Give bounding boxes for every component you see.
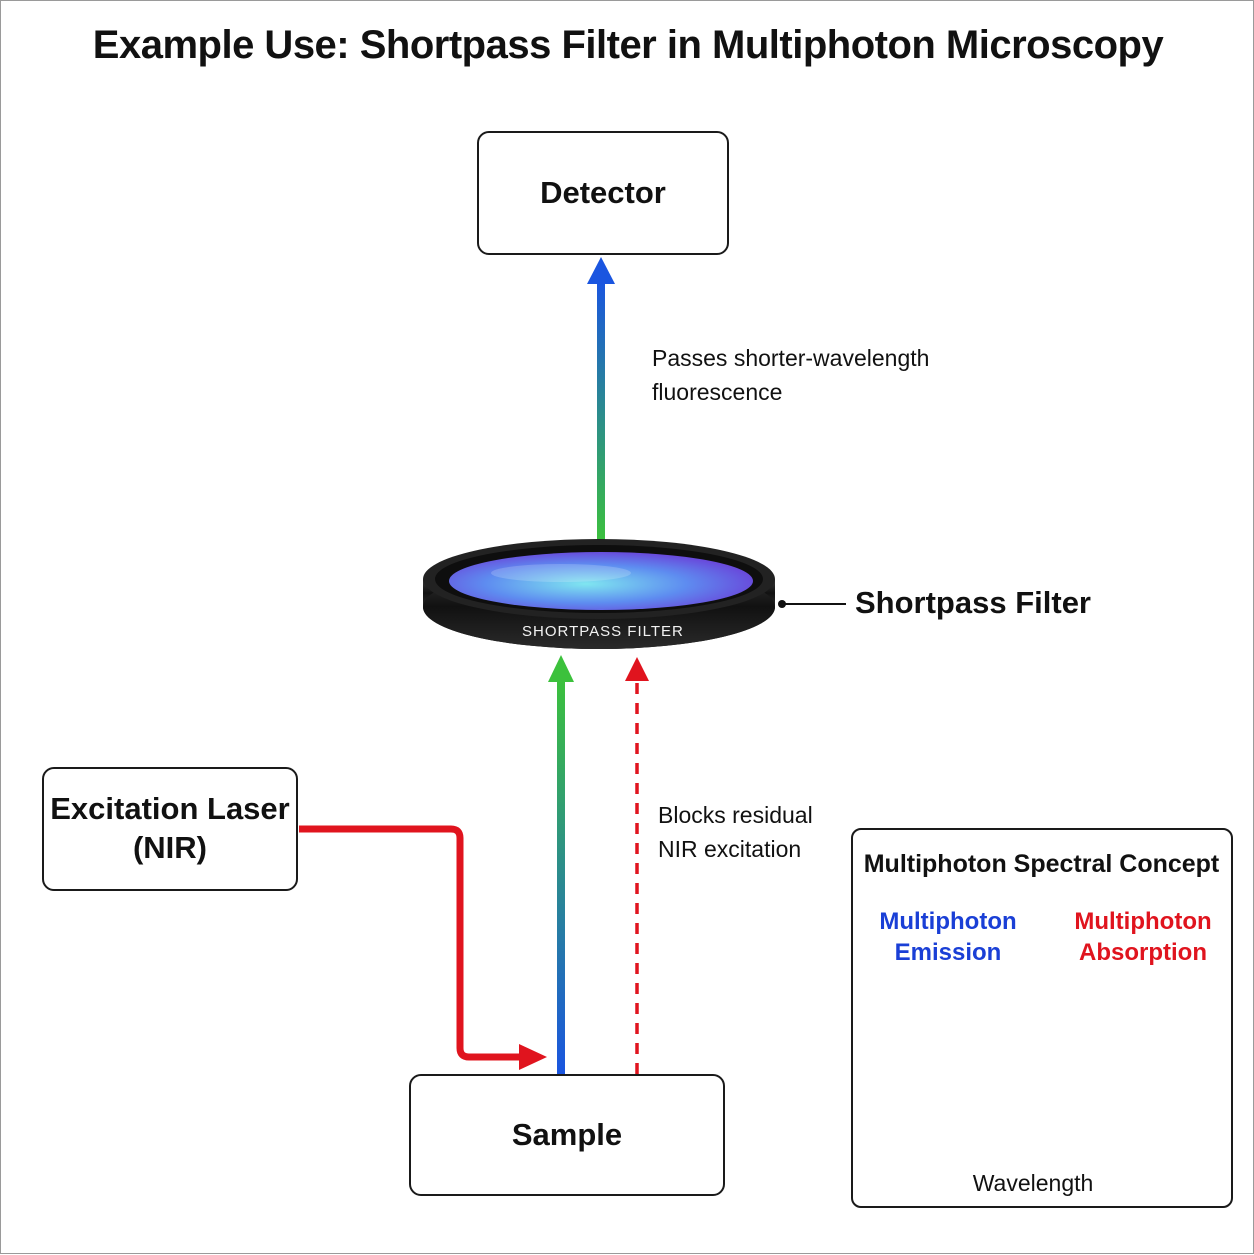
filter-callout-line <box>778 600 846 608</box>
sample-box: Sample <box>409 1074 725 1196</box>
pass-note: Passes shorter-wavelength fluorescence <box>652 341 929 409</box>
pass-note-line2: fluorescence <box>652 379 783 405</box>
excitation-laser-box: Excitation Laser (NIR) <box>42 767 298 891</box>
detector-box: Detector <box>477 131 729 255</box>
page-title: Example Use: Shortpass Filter in Multiph… <box>92 23 1164 67</box>
fluorescence-to-detector-arrow <box>587 257 615 543</box>
laser-path-arrow <box>299 825 547 1070</box>
residual-nir-dashed-arrow <box>625 657 649 1074</box>
block-note: Blocks residual NIR excitation <box>658 798 813 866</box>
spectral-title: Multiphoton Spectral Concept <box>863 850 1220 878</box>
block-note-line2: NIR excitation <box>658 836 802 862</box>
filter-ring-text: SHORTPASS FILTER <box>522 623 684 640</box>
filter-callout-label: Shortpass Filter <box>855 585 1091 620</box>
spectral-concept-panel: Multiphoton Spectral Concept Multiphoton… <box>851 828 1233 1208</box>
pass-note-line1: Passes shorter-wavelength <box>652 345 930 371</box>
shortpass-filter-icon <box>423 539 775 649</box>
block-note-line1: Blocks residual <box>658 802 813 828</box>
absorption-label-line1: Multiphoton <box>1074 908 1212 935</box>
emission-label-line2: Emission <box>894 939 1002 966</box>
laser-label-line1: Excitation Laser <box>50 791 290 827</box>
emission-label-line1: Multiphoton <box>879 908 1017 935</box>
absorption-label: Multiphoton Absorption <box>1068 906 1218 968</box>
emission-label: Multiphoton Emission <box>873 906 1023 968</box>
sample-label: Sample <box>511 1116 623 1152</box>
wavelength-axis-label: Wavelength <box>972 1170 1094 1196</box>
fluorescence-to-filter-arrow <box>548 655 574 1074</box>
absorption-label-line2: Absorption <box>1079 939 1207 966</box>
detector-label: Detector <box>540 174 666 210</box>
laser-label-line2: (NIR) <box>132 830 208 865</box>
